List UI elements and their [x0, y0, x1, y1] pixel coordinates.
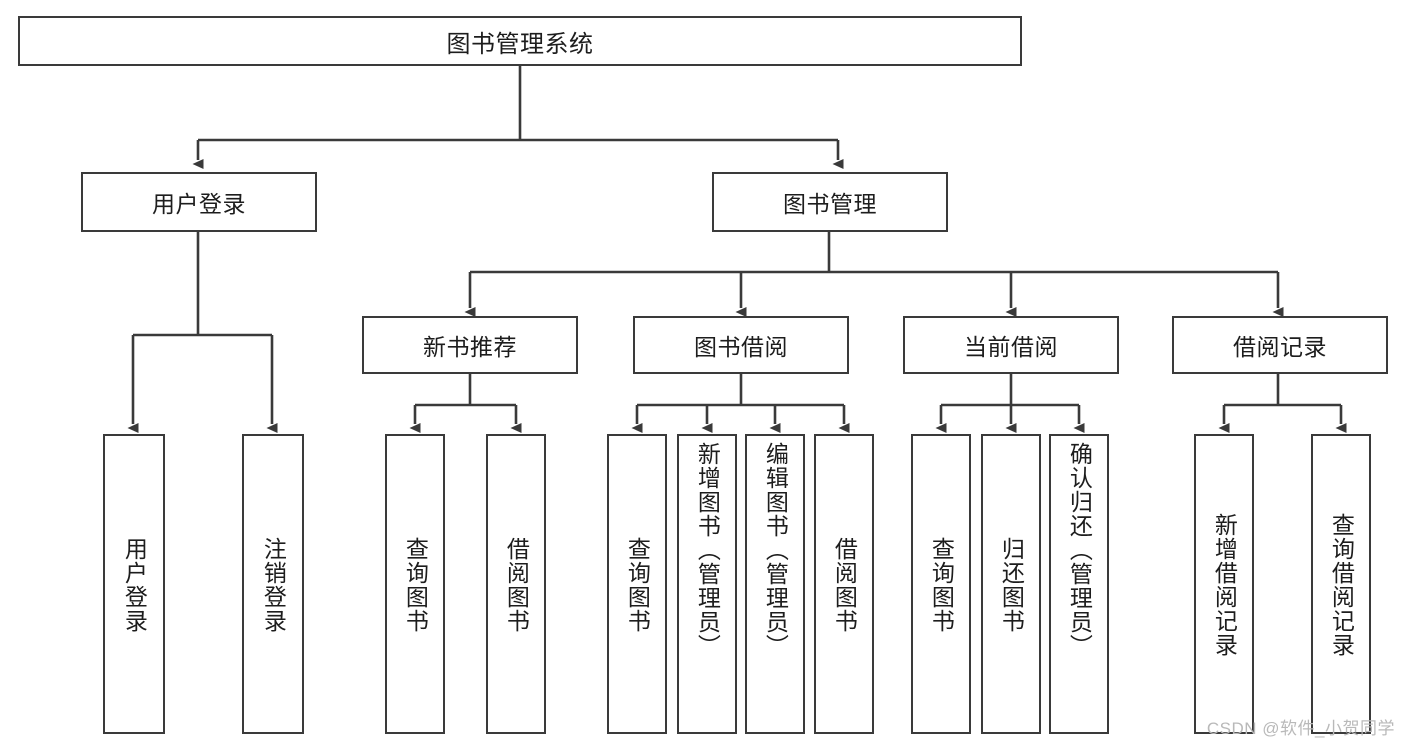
leaf-query-borrow-record[interactable]: 查询借阅记录 — [1311, 434, 1371, 734]
leaf-add-borrow-record[interactable]: 新增借阅记录 — [1194, 434, 1254, 734]
leaf-edit-book-admin[interactable]: 编辑图书（管理员） — [745, 434, 805, 734]
node-book-management[interactable]: 图书管理 — [712, 172, 948, 232]
node-label: 查询图书 — [402, 537, 429, 633]
node-label: 查询图书 — [624, 537, 651, 633]
node-label: 图书借阅 — [694, 334, 788, 360]
leaf-query-book-1[interactable]: 查询图书 — [385, 434, 445, 734]
watermark-text: CSDN @软件_小贺同学 — [1206, 719, 1395, 738]
node-user-login[interactable]: 用户登录 — [81, 172, 317, 232]
leaf-user-logout[interactable]: 注销登录 — [242, 434, 304, 734]
node-label: 借阅记录 — [1233, 334, 1327, 360]
leaf-confirm-return-admin[interactable]: 确认归还（管理员） — [1049, 434, 1109, 734]
node-label: 归还图书 — [998, 537, 1025, 633]
node-current-borrowing[interactable]: 当前借阅 — [903, 316, 1119, 374]
node-label: 用户登录 — [121, 537, 148, 633]
node-label: 确认归还（管理员） — [1066, 442, 1093, 658]
leaf-add-book-admin[interactable]: 新增图书（管理员） — [677, 434, 737, 734]
node-label: 当前借阅 — [964, 334, 1058, 360]
node-label: 注销登录 — [260, 537, 287, 633]
node-label: 新增借阅记录 — [1211, 513, 1238, 657]
node-label: 查询借阅记录 — [1328, 513, 1355, 657]
node-label: 新书推荐 — [423, 334, 517, 360]
node-root-book-management-system[interactable]: 图书管理系统 — [18, 16, 1022, 66]
node-label: 新增图书（管理员） — [694, 442, 721, 658]
leaf-return-book[interactable]: 归还图书 — [981, 434, 1041, 734]
node-label: 图书管理 — [783, 191, 877, 217]
leaf-borrow-book-2[interactable]: 借阅图书 — [814, 434, 874, 734]
node-label: 用户登录 — [152, 191, 246, 217]
leaf-query-book-2[interactable]: 查询图书 — [607, 434, 667, 734]
node-borrow-records[interactable]: 借阅记录 — [1172, 316, 1388, 374]
node-label: 编辑图书（管理员） — [762, 442, 789, 658]
node-label: 借阅图书 — [831, 537, 858, 633]
node-new-book-recommendation[interactable]: 新书推荐 — [362, 316, 578, 374]
node-book-borrowing[interactable]: 图书借阅 — [633, 316, 849, 374]
node-label: 图书管理系统 — [446, 30, 594, 58]
node-label: 借阅图书 — [503, 537, 530, 633]
leaf-borrow-book-1[interactable]: 借阅图书 — [486, 434, 546, 734]
leaf-user-login[interactable]: 用户登录 — [103, 434, 165, 734]
leaf-query-book-3[interactable]: 查询图书 — [911, 434, 971, 734]
node-label: 查询图书 — [928, 537, 955, 633]
